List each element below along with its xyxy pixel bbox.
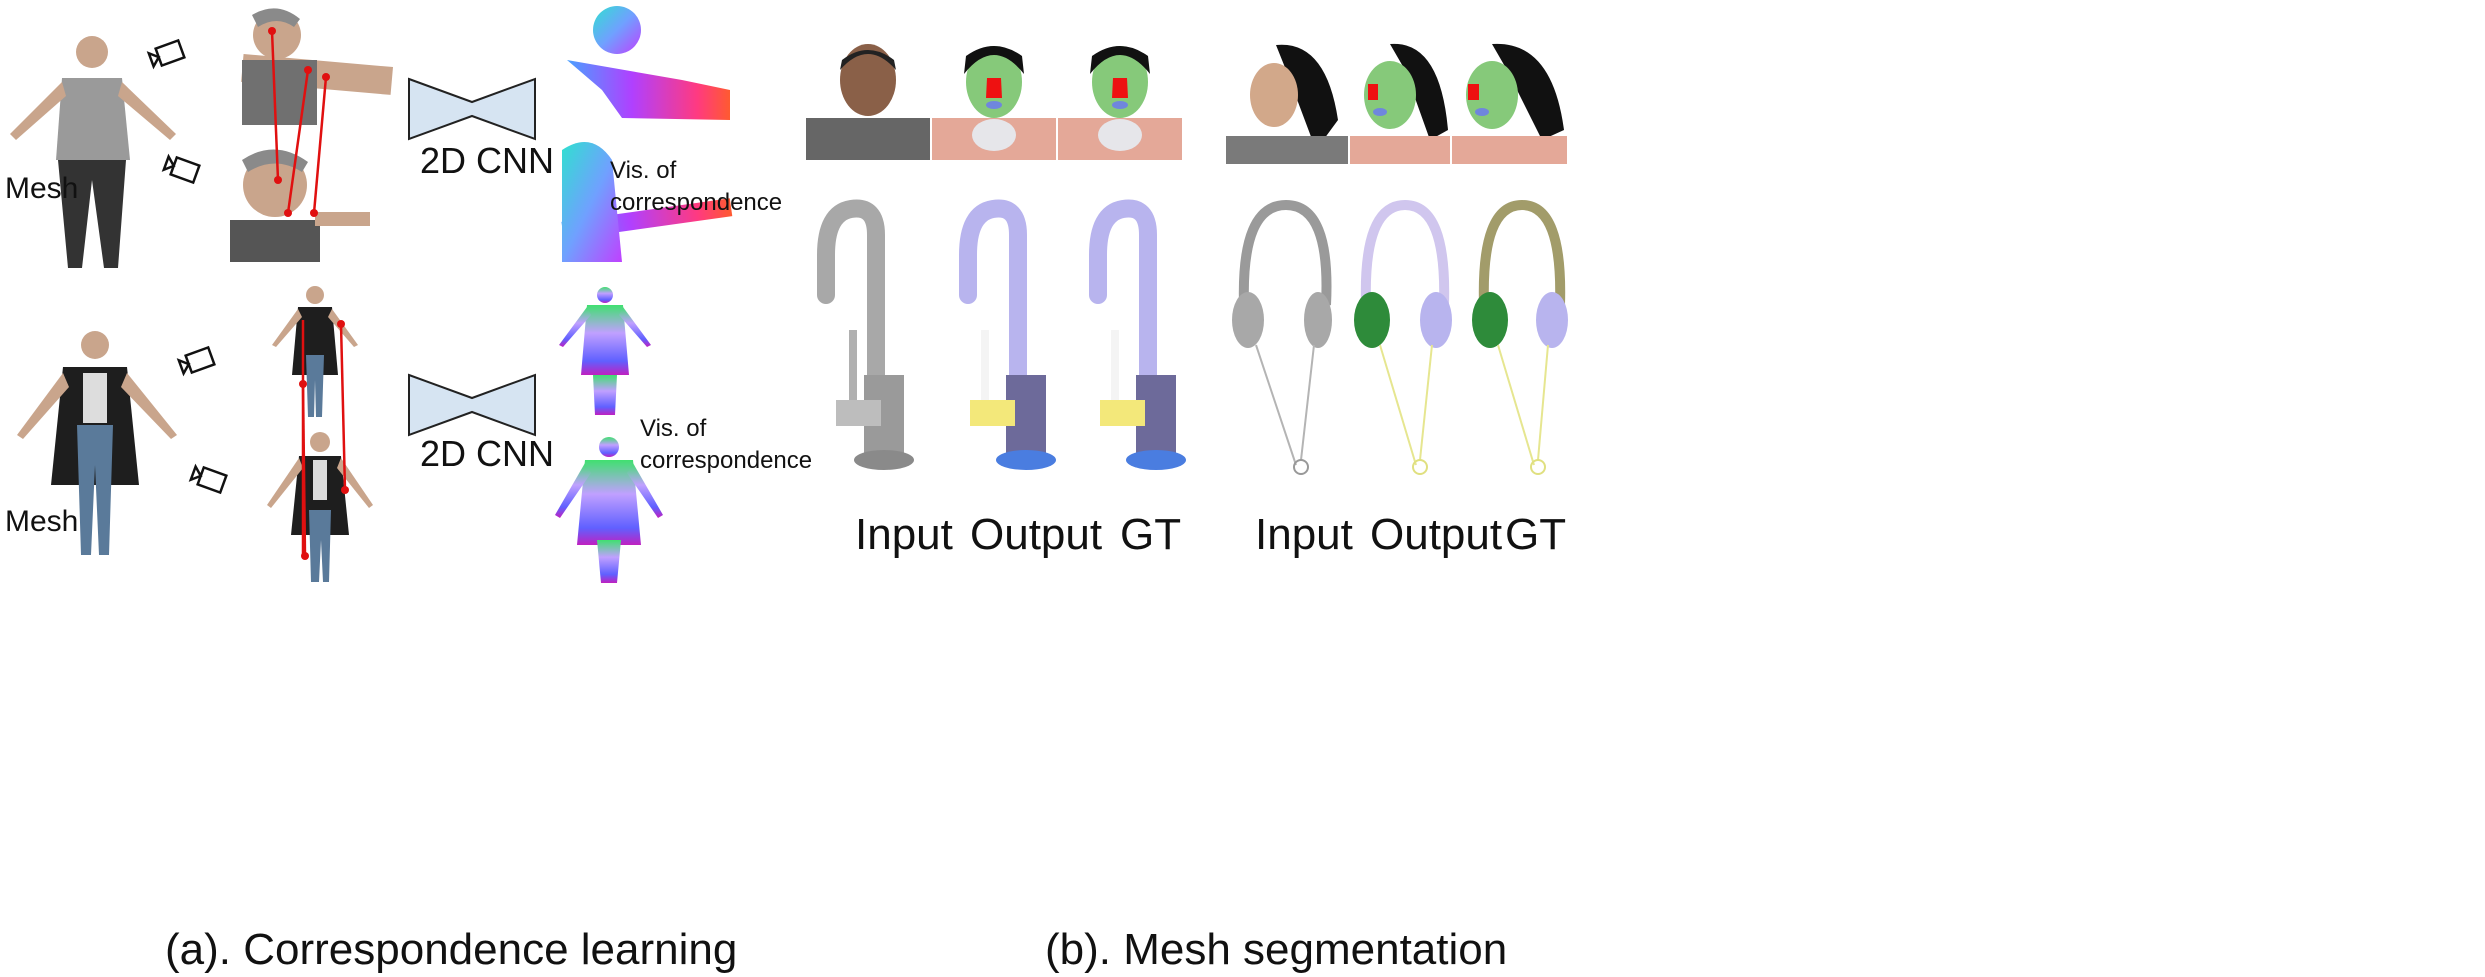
network-label: 2D CNN: [420, 140, 555, 181]
correspondence-lines: [268, 27, 330, 217]
headphones-output: [1354, 199, 1452, 475]
correspondence-visualization: [561, 6, 733, 262]
network-bowtie-icon: [408, 373, 536, 437]
camera-icon: [188, 463, 228, 495]
panel-a-caption: (a). Correspondence learning: [165, 925, 738, 974]
face-gt-man: [1058, 46, 1182, 160]
correspondence-lines: [299, 320, 349, 560]
render-view-woman-front: [267, 432, 373, 582]
headphones-gt: [1472, 199, 1568, 475]
column-label-output: Output: [1370, 510, 1503, 559]
column-label-output: Output: [970, 510, 1103, 559]
vis-label: Vis. of correspondence: [610, 157, 783, 216]
face-output-man: [932, 46, 1056, 160]
face-gt-woman: [1452, 43, 1567, 164]
headphones-input: [1232, 199, 1332, 475]
face-input-man: [806, 44, 930, 160]
mesh-figure-woman: [17, 331, 177, 555]
camera-icon: [161, 153, 201, 185]
network-bowtie-icon: [408, 77, 536, 141]
column-label-gt: GT: [1505, 510, 1567, 559]
vis-label: Vis. of correspondence: [640, 415, 813, 474]
camera-icon: [176, 345, 216, 377]
faucet-output: [959, 199, 1056, 470]
face-output-woman: [1350, 43, 1450, 164]
camera-icon: [146, 38, 186, 70]
mesh-figure-man: [10, 36, 176, 268]
mesh-label: Mesh: [5, 505, 79, 538]
panel-b-caption: (b). Mesh segmentation: [1045, 925, 1508, 974]
network-label: 2D CNN: [420, 433, 555, 474]
faucet-gt: [1089, 199, 1186, 470]
correspondence-visualization: [555, 287, 663, 583]
mesh-label: Mesh: [5, 172, 79, 205]
column-label-gt: GT: [1120, 510, 1182, 559]
face-input-woman: [1226, 44, 1348, 164]
column-label-input: Input: [1255, 510, 1353, 559]
render-view-man-front: [230, 149, 370, 262]
faucet-input: [817, 199, 914, 470]
column-label-input: Input: [855, 510, 953, 559]
